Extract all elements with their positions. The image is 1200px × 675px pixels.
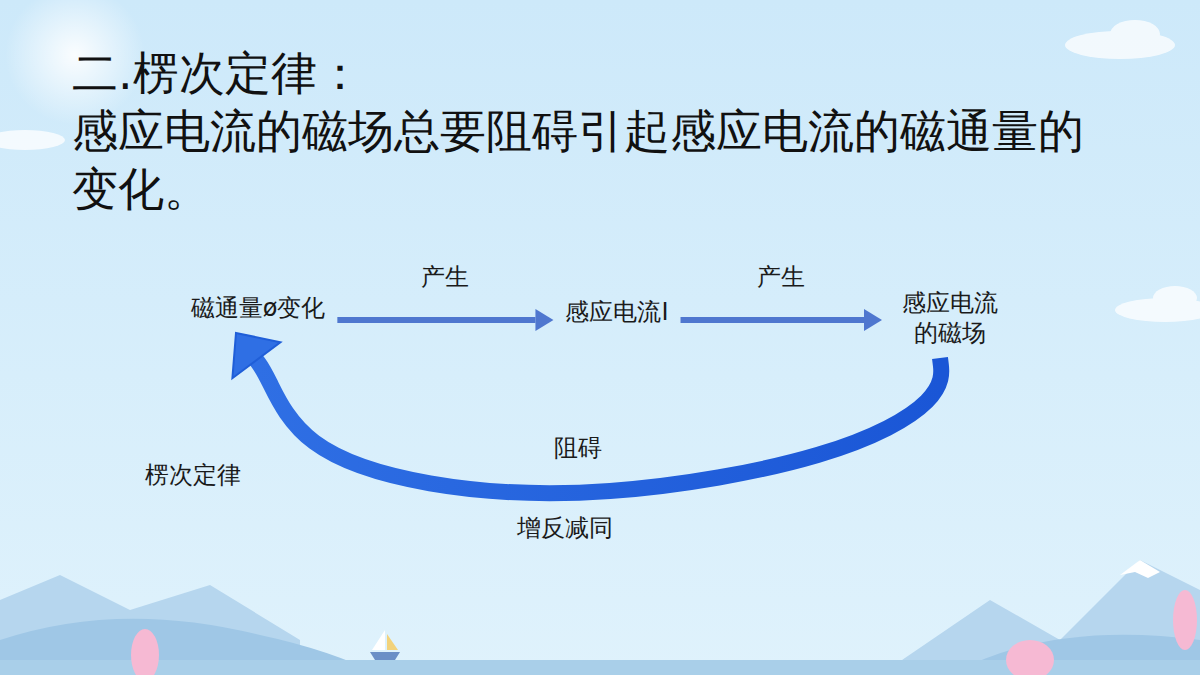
node-text: 感应电流 的磁场: [894, 288, 1006, 348]
edge-label: 阻碍: [551, 433, 605, 463]
arrow-line: [681, 317, 864, 323]
sailboat: [370, 630, 400, 660]
arrow-head: [535, 309, 553, 331]
trees: [131, 590, 1197, 675]
flow-arrow: [681, 309, 882, 331]
arrow-line: [256, 358, 941, 493]
node-text: 磁通量ø变化: [191, 293, 326, 323]
slide-title: 二.楞次定律：: [72, 44, 1092, 102]
flow-arrow: [232, 333, 941, 493]
edge-label: 产生: [754, 262, 808, 292]
law-statement: 感应电流的磁场总要阻碍引起感应电流的磁通量的变化。: [72, 102, 1092, 218]
concept-node: 磁通量ø变化: [185, 289, 332, 327]
concept-node: 感应电流I: [559, 293, 674, 331]
concept-node: 感应电流 的磁场: [888, 284, 1012, 352]
arrow-head: [864, 309, 882, 331]
note-label: 楞次定律: [145, 460, 241, 490]
edge-label: 产生: [418, 262, 472, 292]
node-text: 感应电流I: [565, 297, 668, 327]
arrow-head: [232, 333, 280, 378]
note-label: 增反减同: [517, 513, 613, 543]
clouds: [0, 20, 1200, 322]
arrow-line: [337, 317, 535, 323]
flow-arrow: [337, 309, 553, 331]
